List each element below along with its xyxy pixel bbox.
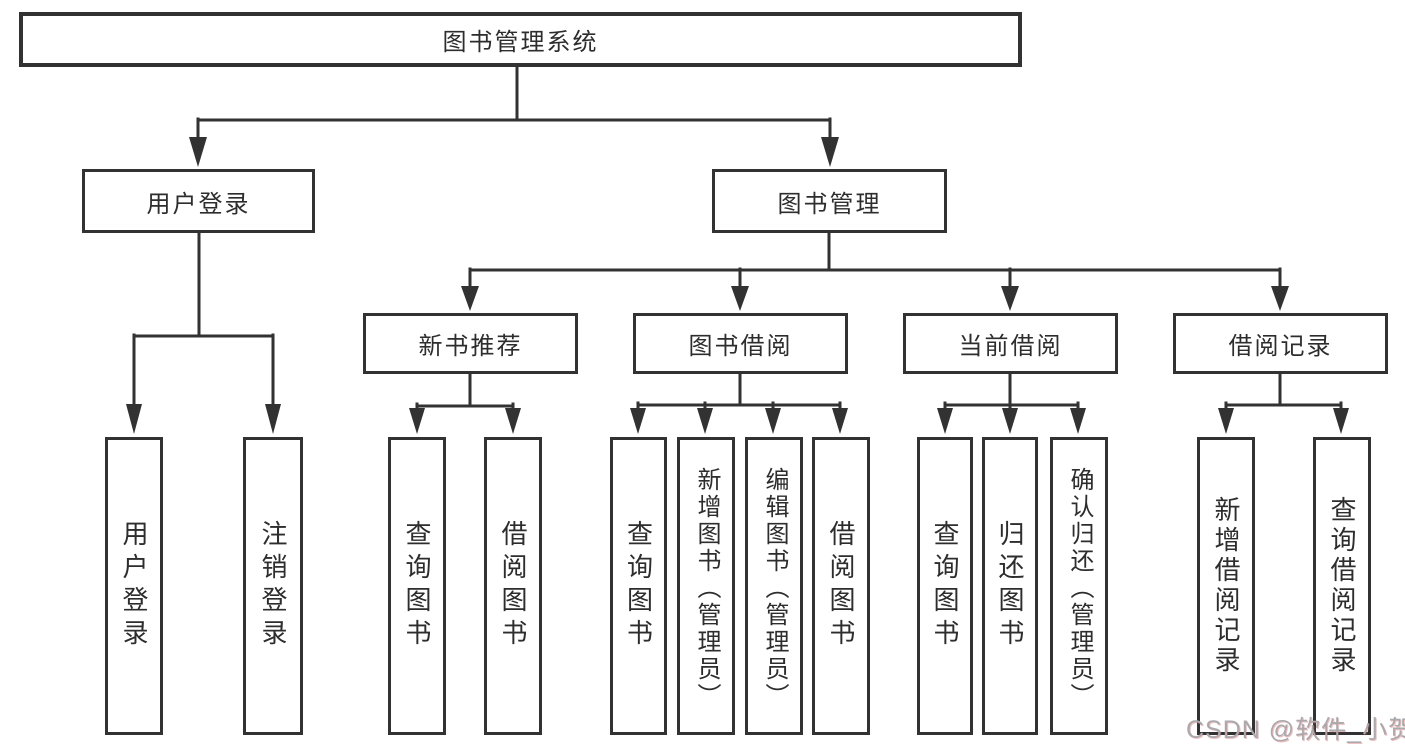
connector-user-login bbox=[132, 230, 275, 406]
node-label: 当前借阅 bbox=[958, 333, 1063, 360]
node-label: 用户登录 bbox=[146, 190, 251, 218]
arrowheads bbox=[126, 137, 1349, 434]
leaf-label: 查询图书 bbox=[402, 520, 432, 652]
node-label: 图书管理 bbox=[777, 190, 882, 218]
leaf-label: 用户登录 bbox=[119, 520, 149, 652]
leaf-add-borrow-record: 新增借阅记录 bbox=[1197, 437, 1255, 735]
leaf-user-login: 用户登录 bbox=[105, 437, 163, 735]
leaf-label: 注销登录 bbox=[258, 520, 288, 652]
leaf-confirm-return-admin: 确认归还（管理员） bbox=[1050, 437, 1108, 735]
leaf-borrow-books-recommend: 借阅图书 bbox=[484, 437, 542, 735]
leaf-query-books-borrow: 查询图书 bbox=[610, 437, 667, 735]
node-book-borrowing: 图书借阅 bbox=[633, 313, 848, 374]
node-current-borrowing: 当前借阅 bbox=[903, 313, 1118, 374]
node-label: 图书借阅 bbox=[688, 333, 793, 360]
connector-book-borrow bbox=[636, 372, 842, 411]
node-label: 借阅记录 bbox=[1228, 333, 1333, 360]
leaf-label: 查询图书 bbox=[623, 520, 654, 652]
node-book-management: 图书管理 bbox=[712, 169, 947, 233]
leaf-label: 确认归还（管理员） bbox=[1066, 466, 1093, 710]
connector-borrow-records bbox=[1224, 372, 1343, 411]
node-borrowing-records: 借阅记录 bbox=[1173, 313, 1388, 374]
leaf-label: 借阅图书 bbox=[498, 520, 528, 652]
leaf-add-book-admin: 新增图书（管理员） bbox=[677, 437, 735, 735]
connector-current-borrow bbox=[943, 372, 1080, 411]
connector-root bbox=[196, 64, 832, 140]
leaf-label: 编辑图书（管理员） bbox=[761, 466, 788, 710]
leaf-logout-login: 注销登录 bbox=[243, 437, 303, 735]
leaf-label: 新增图书（管理员） bbox=[693, 466, 720, 710]
leaf-query-books-current: 查询图书 bbox=[917, 437, 973, 735]
leaf-label: 查询图书 bbox=[930, 520, 960, 652]
leaf-label: 归还图书 bbox=[995, 520, 1025, 652]
leaf-label: 查询借阅记录 bbox=[1327, 496, 1357, 676]
leaf-query-books-recommend: 查询图书 bbox=[388, 437, 446, 735]
node-label: 新书推荐 bbox=[418, 333, 523, 360]
leaf-label: 借阅图书 bbox=[826, 520, 856, 652]
leaf-label: 新增借阅记录 bbox=[1211, 496, 1241, 676]
node-new-book-recommend: 新书推荐 bbox=[363, 313, 578, 374]
leaf-borrow-books-borrow: 借阅图书 bbox=[812, 437, 870, 735]
node-library-system: 图书管理系统 bbox=[19, 12, 1022, 67]
connector-new-book bbox=[415, 372, 515, 411]
watermark-text: CSDN @软件_小贺同学 bbox=[1186, 716, 1405, 744]
leaf-query-borrow-record: 查询借阅记录 bbox=[1313, 437, 1371, 735]
leaf-edit-book-admin: 编辑图书（管理员） bbox=[745, 437, 803, 735]
node-user-login: 用户登录 bbox=[82, 169, 315, 233]
leaf-return-books: 归还图书 bbox=[982, 437, 1038, 735]
node-label: 图书管理系统 bbox=[442, 29, 599, 56]
connector-book-management bbox=[468, 230, 1282, 289]
